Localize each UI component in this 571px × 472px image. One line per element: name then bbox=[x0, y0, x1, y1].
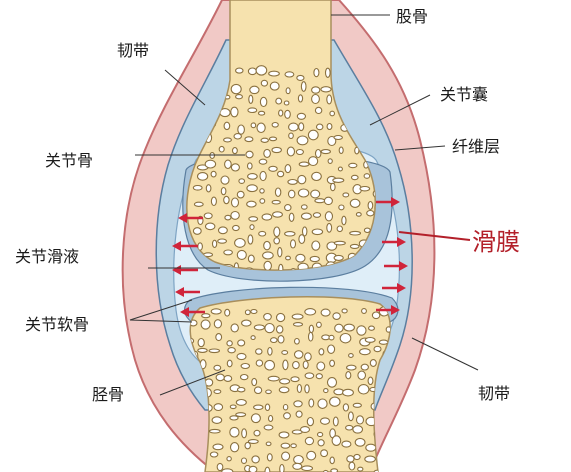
label-cartilage: 关节软骨 bbox=[25, 315, 89, 334]
arrow-left-2 bbox=[172, 241, 198, 251]
leader-capsule bbox=[369, 94, 431, 126]
label-femur: 股骨 bbox=[396, 7, 428, 26]
arrow-left-1 bbox=[178, 213, 203, 223]
leader-synovium bbox=[398, 231, 471, 241]
synovium-arrows bbox=[172, 197, 408, 317]
label-tibia: 胫骨 bbox=[92, 385, 124, 404]
leader-tibia bbox=[159, 369, 226, 396]
arrow-right-5 bbox=[376, 305, 400, 315]
leader-ligament-top bbox=[164, 69, 206, 106]
leader-cartilage-2 bbox=[129, 319, 193, 323]
arrow-left-4 bbox=[175, 287, 200, 297]
arrow-left-5 bbox=[180, 307, 205, 317]
leader-cartilage-1 bbox=[129, 299, 193, 321]
label-articular-bone: 关节骨 bbox=[45, 151, 93, 170]
leader-lines bbox=[129, 14, 479, 396]
arrow-right-3 bbox=[384, 261, 408, 271]
label-synovium: 滑膜 bbox=[472, 228, 520, 256]
label-fibrous-layer: 纤维层 bbox=[452, 137, 500, 156]
label-ligament-bottom: 韧带 bbox=[478, 384, 510, 403]
arrow-right-1 bbox=[376, 197, 400, 207]
leader-fibrous-layer bbox=[394, 145, 446, 151]
arrow-right-2 bbox=[382, 237, 406, 247]
label-ligament-top: 韧带 bbox=[117, 41, 149, 60]
label-capsule: 关节囊 bbox=[440, 85, 488, 104]
leader-ligament-bottom bbox=[411, 337, 479, 371]
label-synovial-fluid: 关节滑液 bbox=[15, 247, 79, 266]
arrow-right-4 bbox=[382, 283, 406, 293]
